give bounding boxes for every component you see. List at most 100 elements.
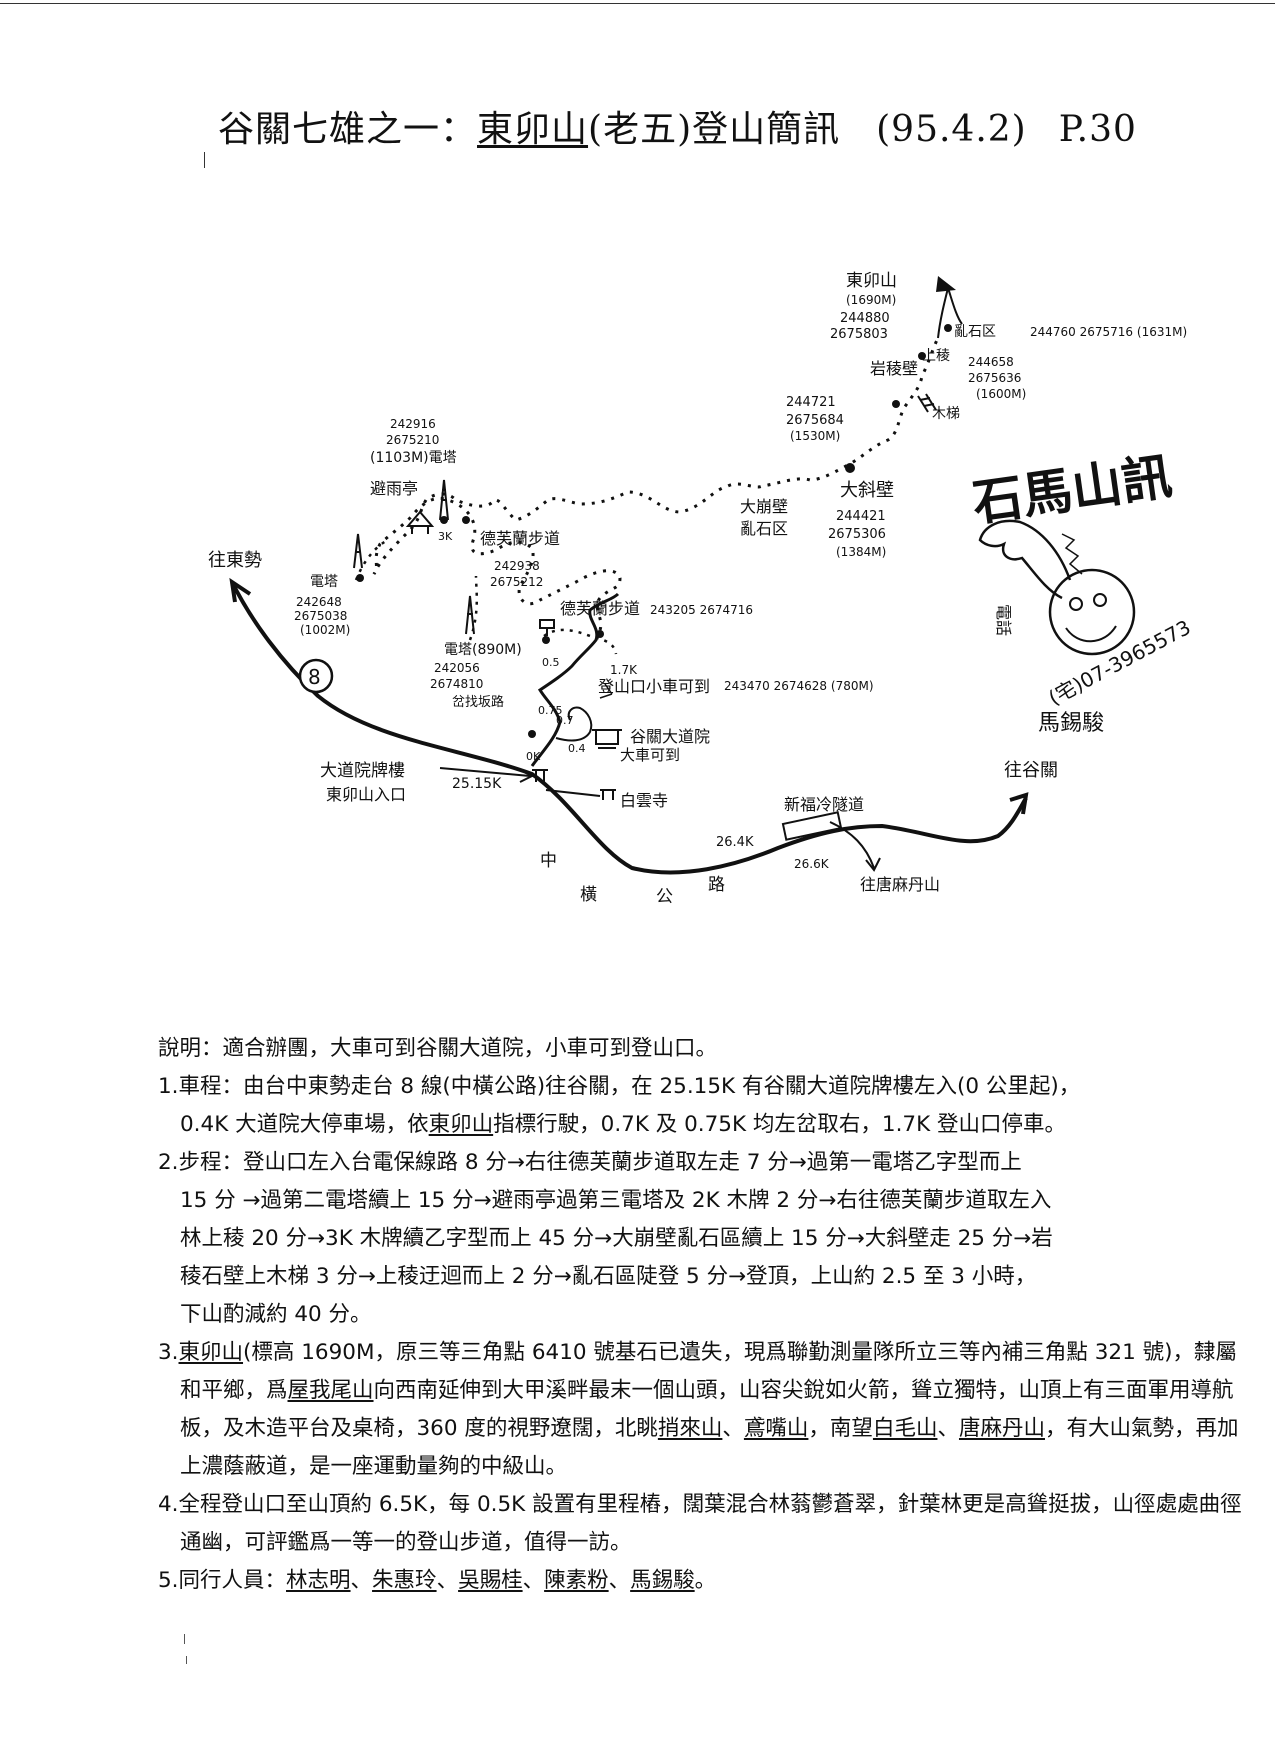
label-ridge-top: 上稜 xyxy=(922,348,950,364)
sign-icon xyxy=(539,619,555,636)
tower-spur-2 xyxy=(468,575,479,641)
label-tower3-coord2: 2675210 xyxy=(386,433,439,447)
trailhead-arrow xyxy=(599,683,613,699)
marker-dot xyxy=(596,630,604,638)
label-trail-a-coord1: 242938 xyxy=(494,559,540,573)
label-trailhead-coord: 243470 2674628 (780M) xyxy=(724,679,874,693)
label-peak-coord2: 2675803 xyxy=(830,327,888,342)
side-road-arrow xyxy=(865,857,881,872)
marker-dot xyxy=(440,516,448,524)
baiyun-temple-icon xyxy=(600,789,616,800)
note-5: 5.同行人員：林志明、朱惠玲、吳賜桂、陳素粉、馬錫駿。 xyxy=(158,1568,717,1593)
label-km-266: 26.6K xyxy=(794,857,830,871)
smiley-face-icon xyxy=(1048,568,1136,656)
label-junction: 岔找坂路 xyxy=(452,694,504,710)
highway-route-8 xyxy=(230,581,1028,875)
notes-section: 說明：適合辦團，大車可到谷關大道院，小車可到登山口。 1.車程：由台中東勢走台 … xyxy=(158,1030,1248,1600)
stamp-name: 馬錫駿 xyxy=(1038,711,1104,736)
label-tower1: 電塔 xyxy=(310,574,338,590)
notes-intro: 說明：適合辦團，大車可到谷關大道院，小車可到登山口。 xyxy=(158,1036,718,1061)
label-tower2-coord2: 2674810 xyxy=(430,677,483,691)
label-tower3-coord1: 242916 xyxy=(390,417,436,431)
label-pt3-coord1: 244721 xyxy=(786,395,836,410)
side-road xyxy=(829,821,875,869)
scan-top-border xyxy=(0,3,1275,4)
label-road4: 路 xyxy=(708,875,725,895)
stamp-tel-label: 電話 xyxy=(994,604,1013,636)
label-rock-zone-coord: 244760 2675716 (1631M) xyxy=(1030,325,1187,339)
arrow-to-dongshi xyxy=(229,577,252,603)
gate-icon xyxy=(532,769,548,782)
label-trail-a: 德芙蘭步道 xyxy=(480,529,560,548)
title-date: (95.4.2) xyxy=(876,109,1027,150)
label-peak-elev: (1690M) xyxy=(846,293,896,307)
scan-mark xyxy=(204,152,205,168)
label-collapse1: 大崩壁 xyxy=(740,497,788,516)
label-bigcar: 大車可到 xyxy=(620,746,680,764)
label-road3: 公 xyxy=(656,887,673,907)
label-ridge-top-coord2: 2675636 xyxy=(968,371,1021,385)
baiyun-pointer xyxy=(545,789,601,797)
label-big-wall-coord1: 244421 xyxy=(836,509,886,524)
label-km-264: 26.4K xyxy=(716,835,754,850)
marker-dot xyxy=(944,324,952,332)
label-baiyun: 白雲寺 xyxy=(620,791,668,810)
scan-mark xyxy=(184,1634,185,1644)
tunnel-icon xyxy=(781,811,843,841)
label-peak-coord1: 244880 xyxy=(840,311,890,326)
smiley-mouth-icon xyxy=(1065,625,1117,643)
label-ridge-top-coord1: 244658 xyxy=(968,355,1014,369)
title-suffix: (老五)登山簡訊 xyxy=(588,109,841,150)
label-pt3-elev: (1530M) xyxy=(790,429,840,443)
smiley-eye-icon xyxy=(1069,597,1083,611)
ladder-icon xyxy=(917,393,937,413)
label-km-2515: 25.15K xyxy=(452,776,502,792)
label-big-wall-coord2: 2675306 xyxy=(828,527,886,542)
label-trailhead: 登山口小車可到 xyxy=(598,677,710,696)
note-2: 2.步程：登山口左入台電保線路 8 分→右往德芙蘭步道取左走 7 分→過第一電塔… xyxy=(158,1150,1053,1327)
marker-dot xyxy=(462,516,470,524)
title-mountain: 東卯山 xyxy=(477,109,589,150)
tower-icon xyxy=(439,479,449,521)
pavilion-icon xyxy=(405,510,435,534)
label-km3: 3K xyxy=(438,530,453,543)
label-rock-zone: 亂石区 xyxy=(954,324,996,340)
label-gate2: 東卯山入口 xyxy=(326,785,406,804)
route-number: 8 xyxy=(308,665,321,689)
title-prefix: 谷關七雄之一： xyxy=(218,109,478,150)
label-pt3-coord2: 2675684 xyxy=(786,413,844,428)
label-to-guguan: 往谷關 xyxy=(1004,760,1058,781)
trail-b-spur xyxy=(543,628,618,655)
marker-dot xyxy=(892,400,900,408)
label-km-04: 0.4 xyxy=(568,742,586,755)
label-km-075: 0.75 xyxy=(538,704,563,717)
horse-head-icon xyxy=(978,519,1072,600)
label-to-tangmadan: 往唐麻丹山 xyxy=(860,875,940,894)
note-3: 3.東卯山(標高 1690M，原三等三角點 6410 號基石已遺失，現爲聯勤測量… xyxy=(158,1340,1239,1479)
label-trail-b-coord: 243205 2674716 xyxy=(650,603,753,617)
label-tower1-elev: (1002M) xyxy=(300,623,350,637)
marker-dot xyxy=(845,463,855,473)
label-trail-b: 德芙蘭步道 xyxy=(560,599,640,618)
label-tower2-coord1: 242056 xyxy=(434,661,480,675)
label-km-0: 0K xyxy=(526,750,541,763)
arrow-to-guguan xyxy=(1009,792,1029,815)
label-to-dongshi: 往東勢 xyxy=(208,550,262,571)
label-tower2: 電塔(890M) xyxy=(444,642,522,658)
stamp-title: 石馬山訊 xyxy=(969,447,1175,532)
horse-mane-icon xyxy=(1061,533,1083,575)
marker-dot xyxy=(356,574,364,582)
label-road1: 中 xyxy=(540,851,557,871)
marker-dot xyxy=(918,352,926,360)
label-collapse2: 亂石区 xyxy=(740,519,788,538)
label-shelter: 避雨亭 xyxy=(370,479,418,498)
scan-mark xyxy=(186,1656,187,1664)
label-ridge-top-elev: (1600M) xyxy=(976,387,1026,401)
stamp: 石馬山訊 電話 (宅)07-3965573 馬錫駿 xyxy=(969,447,1194,736)
label-km-07: 0.7 xyxy=(556,714,574,727)
marker-dot xyxy=(528,730,536,738)
tower-spur-1 xyxy=(354,538,389,581)
summit-flag-icon xyxy=(936,276,956,292)
smiley-eye-icon xyxy=(1093,593,1107,607)
route-map: 8 東卯山 (1690M) 244880 2675803 亂石区 244760 … xyxy=(208,271,1195,907)
